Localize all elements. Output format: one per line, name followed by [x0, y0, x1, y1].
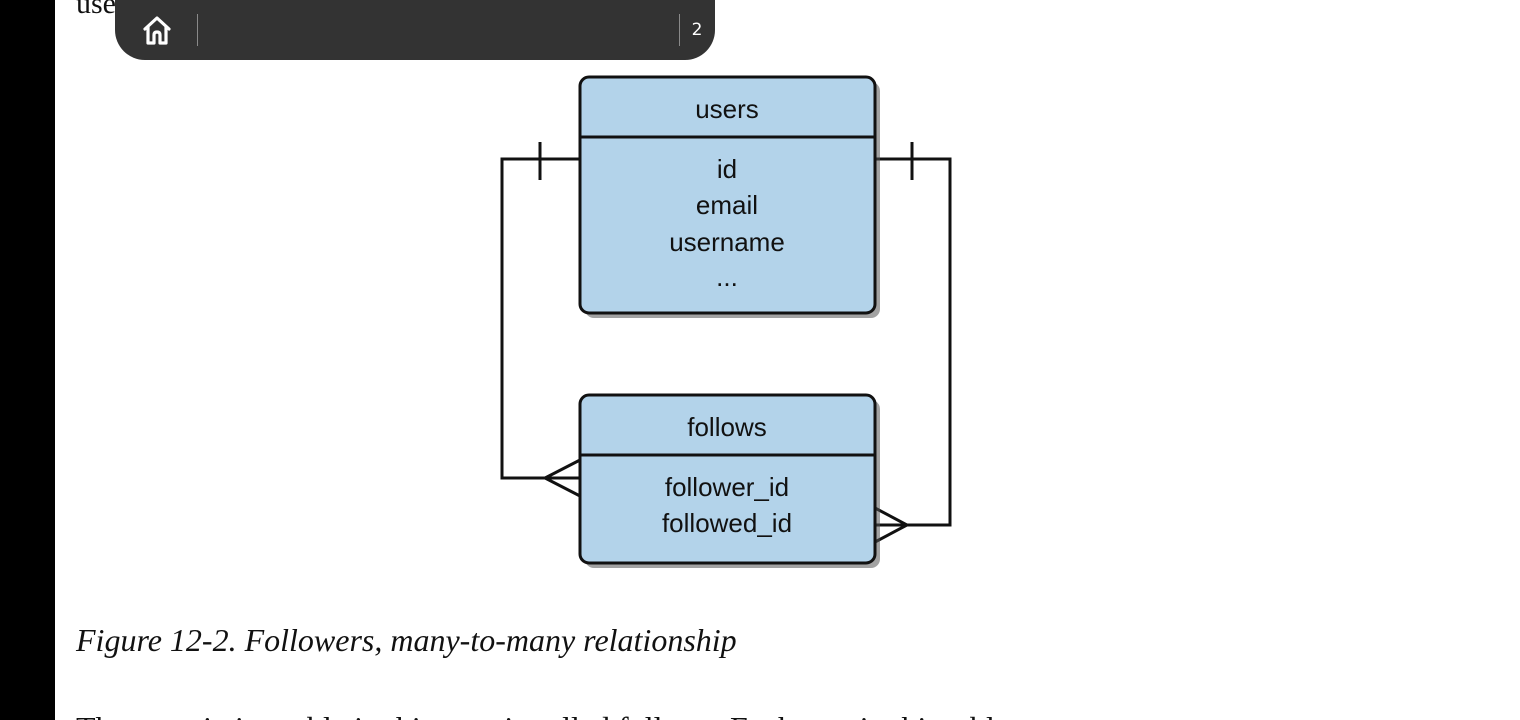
follows-table: follows follower_id followed_id — [578, 393, 880, 568]
left-relationship-line — [500, 157, 580, 480]
next-paragraph-text: The association table in this case is ca… — [76, 706, 1009, 720]
users-field: id — [717, 154, 737, 184]
toolbar-separator — [197, 14, 198, 46]
figure-caption: Figure 12-2. Followers, many-to-many rel… — [76, 622, 737, 658]
home-icon — [143, 16, 171, 45]
users-field: email — [696, 190, 758, 220]
reader-toolbar: 2 — [115, 0, 715, 60]
users-table: users id email username ... — [578, 75, 880, 318]
relationship-connectors — [500, 142, 952, 544]
page-count[interactable]: 2 — [691, 20, 703, 40]
users-table-title: users — [695, 94, 759, 124]
follows-table-title: follows — [687, 412, 766, 442]
toolbar-separator — [679, 14, 680, 46]
book-page: users 2 users id emai — [55, 0, 1520, 720]
home-button[interactable] — [129, 6, 185, 54]
er-diagram: users id email username ... follows foll… — [500, 75, 952, 568]
right-many-marker — [874, 506, 911, 544]
follows-field: follower_id — [665, 472, 789, 502]
users-field: username — [669, 227, 785, 257]
right-relationship-line — [875, 157, 952, 527]
left-many-marker — [541, 458, 581, 498]
follows-field: followed_id — [662, 508, 792, 538]
users-field: ... — [716, 262, 738, 292]
